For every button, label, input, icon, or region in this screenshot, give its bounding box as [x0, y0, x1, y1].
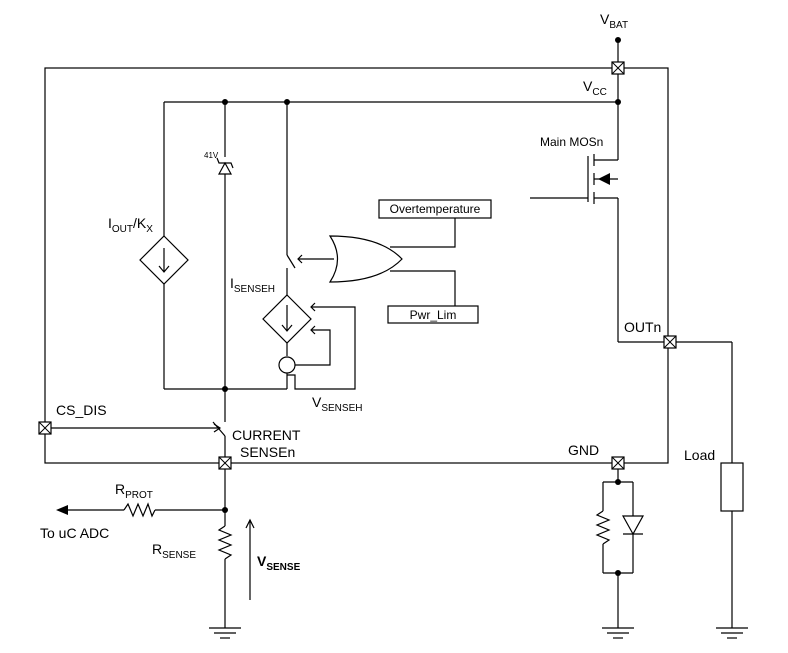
gnd-resistor [595, 510, 611, 545]
to-uc-adc-label: To uC ADC [40, 525, 109, 541]
device-boundary [44, 67, 669, 464]
overtemperature-box [378, 199, 492, 219]
vcc-label: VCC [583, 78, 607, 98]
vbat-label: VBAT [600, 11, 628, 31]
pwr-lim-box [387, 305, 479, 324]
vsenseh-voltage-source [278, 356, 296, 374]
feedback-inner [295, 329, 331, 366]
isenseh-current-source [262, 294, 312, 344]
feedback-outer [287, 306, 356, 390]
outn-label: OUTn [624, 319, 661, 335]
gnd-pin [611, 456, 625, 470]
vbat-pin [611, 37, 625, 75]
rprot-label: RPROT [115, 481, 153, 501]
overtemperature-label: Overtemperature [390, 202, 481, 216]
pwr-lim-label: Pwr_Lim [410, 308, 457, 322]
gnd-ground-icon [602, 627, 634, 639]
zener-voltage-label: 41V [204, 151, 219, 160]
gnd-diode [621, 515, 645, 536]
rsense-resistor [217, 525, 233, 560]
current-label: CURRENT [232, 427, 301, 443]
cs-dis-pin [38, 421, 52, 435]
current-sense-switch [212, 421, 226, 437]
iout-current-source [139, 235, 189, 285]
rsense-label: RSENSE [152, 541, 196, 561]
rprot-resistor [123, 502, 156, 518]
cs-dis-label: CS_DIS [56, 402, 107, 418]
gnd-label: GND [568, 442, 599, 458]
vsenseh-label: VSENSEH [312, 394, 362, 414]
main-mos-label: Main MOSn [540, 135, 603, 149]
sensen-ground-icon [209, 627, 241, 639]
sensen-pin [218, 456, 232, 470]
adc-arrow-icon [56, 505, 68, 515]
main-mosfet [530, 102, 619, 342]
load-label: Load [684, 447, 715, 463]
iout-label: IOUT/KX [108, 215, 153, 235]
isenseh-switch [286, 254, 296, 295]
load-resistor [720, 462, 744, 512]
vsense-arrow-icon [245, 518, 255, 529]
sensen-label: SENSEn [240, 444, 295, 460]
vsense-label: VSENSE [257, 553, 301, 573]
outn-pin [663, 335, 677, 349]
zener-diode [216, 157, 234, 175]
or-gate [328, 235, 403, 283]
load-ground-icon [716, 627, 748, 639]
isenseh-label: ISENSEH [230, 275, 275, 295]
